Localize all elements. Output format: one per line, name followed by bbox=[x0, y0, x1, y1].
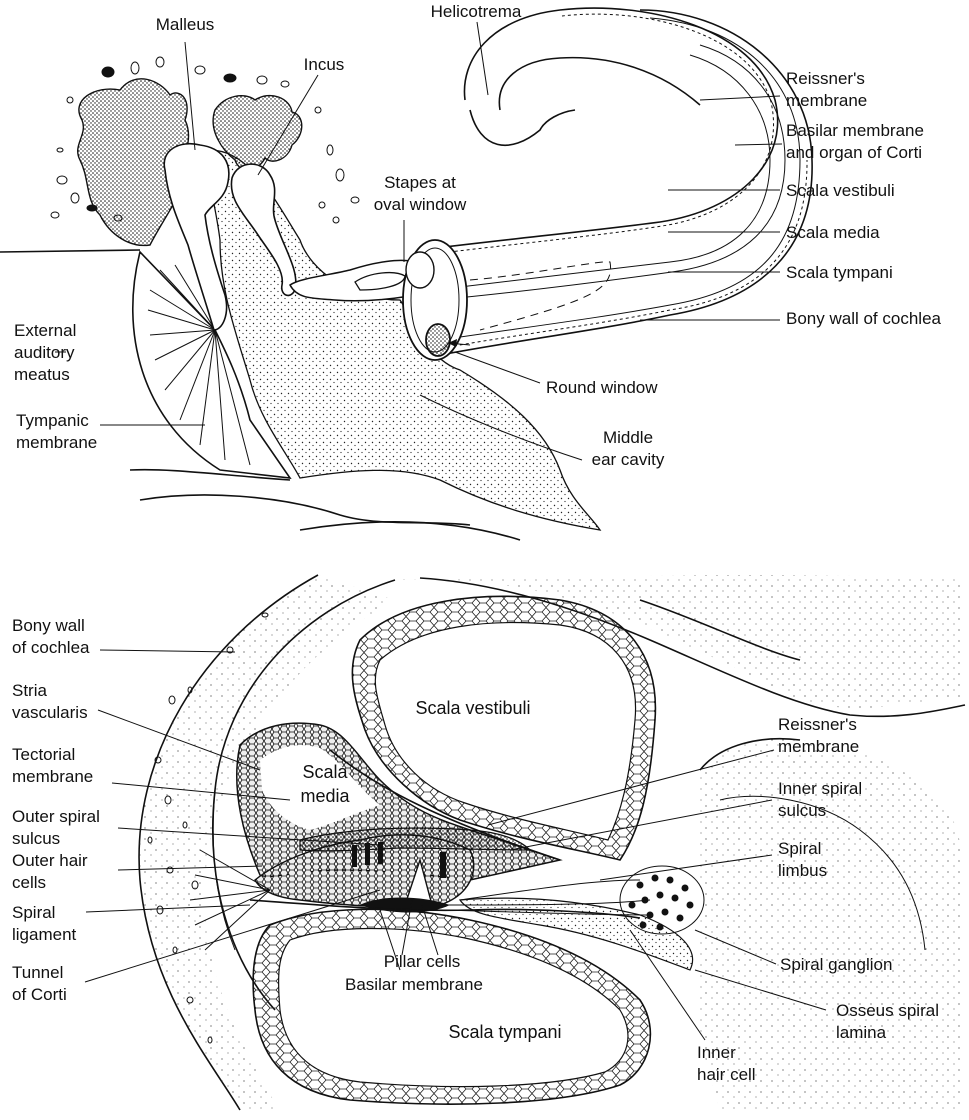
label-stapes-1: Stapes at bbox=[384, 173, 456, 192]
ear-canal-outer-wall bbox=[140, 495, 470, 525]
label-stria-2: vascularis bbox=[12, 703, 88, 722]
label-inner-spiral-2: sulcus bbox=[778, 801, 826, 820]
label-reissners-bottom-1: Reissner's bbox=[778, 715, 857, 734]
oval-window bbox=[406, 252, 434, 288]
label-scala-media-top: Scala media bbox=[786, 223, 880, 242]
label-external-2: auditory bbox=[14, 343, 75, 362]
label-basilar-membrane: Basilar membrane bbox=[345, 975, 483, 994]
label-external-3: meatus bbox=[14, 365, 70, 384]
bottom-diagram: Bony wall of cochlea Stria vascularis Sc… bbox=[12, 575, 965, 1110]
label-osseus-2: lamina bbox=[836, 1023, 887, 1042]
label-scala-vestibuli-bottom: Scala vestibuli bbox=[415, 698, 530, 718]
label-osseus-1: Osseus spiral bbox=[836, 1001, 939, 1020]
label-tympanic-2: membrane bbox=[16, 433, 97, 452]
label-middle-1: Middle bbox=[603, 428, 653, 447]
round-window bbox=[426, 324, 450, 356]
label-inner-hair-1: Inner bbox=[697, 1043, 736, 1062]
label-outer-hair-2: cells bbox=[12, 873, 46, 892]
label-bony-wall-2: of cochlea bbox=[12, 638, 90, 657]
label-inner-spiral-1: Inner spiral bbox=[778, 779, 862, 798]
middle-ear-floor bbox=[300, 522, 520, 540]
label-scala-vestibuli-top: Scala vestibuli bbox=[786, 181, 895, 200]
label-tympanic-1: Tympanic bbox=[16, 411, 89, 430]
label-pillar-cells: Pillar cells bbox=[384, 952, 461, 971]
label-stria-1: Stria bbox=[12, 681, 48, 700]
label-basilar-top-2: and organ of Corti bbox=[786, 143, 922, 162]
label-helicotrema: Helicotrema bbox=[431, 2, 522, 21]
label-incus: Incus bbox=[304, 55, 345, 74]
ear-canal-upper-wall bbox=[0, 250, 140, 252]
label-spiral-ganglion: Spiral ganglion bbox=[780, 955, 892, 974]
cochlea-tube bbox=[420, 8, 812, 355]
top-diagram: Malleus Incus Helicotrema Reissner's mem… bbox=[0, 2, 942, 540]
label-malleus: Malleus bbox=[156, 15, 215, 34]
label-tectorial-2: membrane bbox=[12, 767, 93, 786]
label-round-window: Round window bbox=[546, 378, 658, 397]
label-middle-2: ear cavity bbox=[592, 450, 665, 469]
label-inner-hair-2: hair cell bbox=[697, 1065, 756, 1084]
label-outer-hair-1: Outer hair bbox=[12, 851, 88, 870]
cochlea-outer bbox=[455, 22, 743, 260]
label-tunnel-2: of Corti bbox=[12, 985, 67, 1004]
label-scala-tympani-top: Scala tympani bbox=[786, 263, 893, 282]
label-bony-wall-1: Bony wall bbox=[12, 616, 85, 635]
label-reissners-top-1: Reissner's bbox=[786, 69, 865, 88]
label-spiral-limbus-2: limbus bbox=[778, 861, 827, 880]
label-basilar-top-1: Basilar membrane bbox=[786, 121, 924, 140]
label-scala-media-bottom-1: Scala bbox=[302, 762, 348, 782]
label-spiral-limbus-1: Spiral bbox=[778, 839, 821, 858]
label-bony-wall-top: Bony wall of cochlea bbox=[786, 309, 942, 328]
label-scala-tympani-bottom: Scala tympani bbox=[448, 1022, 561, 1042]
label-scala-media-bottom-2: media bbox=[300, 786, 350, 806]
label-external-1: External bbox=[14, 321, 76, 340]
label-spiral-ligament-1: Spiral bbox=[12, 903, 55, 922]
label-reissners-bottom-2: membrane bbox=[778, 737, 859, 756]
label-spiral-ligament-2: ligament bbox=[12, 925, 77, 944]
label-stapes-2: oval window bbox=[374, 195, 467, 214]
label-tectorial-1: Tectorial bbox=[12, 745, 75, 764]
label-outer-spiral-2: sulcus bbox=[12, 829, 60, 848]
label-outer-spiral-1: Outer spiral bbox=[12, 807, 100, 826]
label-reissners-top-2: membrane bbox=[786, 91, 867, 110]
label-tunnel-1: Tunnel bbox=[12, 963, 63, 982]
